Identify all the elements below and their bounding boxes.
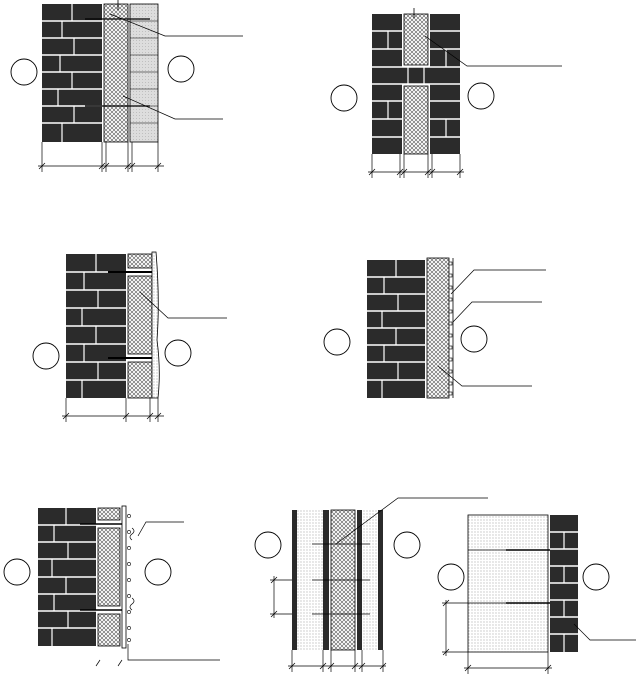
render-dowels: [448, 261, 453, 396]
callout-line: [424, 35, 562, 67]
circle-marker-right: [167, 55, 195, 83]
panel-joint: [312, 543, 370, 615]
figure-c: [32, 251, 227, 422]
brick-layer: [66, 254, 126, 398]
insulation-layer: [127, 253, 153, 269]
callout-line: [335, 497, 488, 545]
cladding-layer: [121, 505, 135, 649]
circle-marker-right: [582, 563, 610, 591]
wall-tie: [85, 18, 150, 107]
brick-layer: [42, 4, 102, 142]
insulation-layer: [97, 507, 121, 521]
insulation-layer: [97, 613, 121, 647]
figure-b: [330, 8, 562, 178]
dimension-line: [442, 599, 552, 674]
insulation-layer: [426, 257, 450, 399]
render-layer: [151, 251, 160, 399]
insulation-layer: [403, 13, 429, 66]
circle-marker-left: [32, 342, 60, 370]
light-masonry-layer: [129, 3, 159, 143]
insulation-layer: [127, 361, 153, 399]
figure-d: [323, 257, 546, 399]
circle-marker-right: [144, 558, 172, 586]
block-layer: [467, 514, 549, 653]
circle-marker-left: [330, 84, 358, 112]
figure-a: [10, 0, 243, 172]
circle-marker-left: [323, 328, 351, 356]
figure-f: [254, 497, 488, 672]
callout-line: [573, 623, 636, 641]
insulation-layer: [97, 527, 121, 607]
brick-layer: [550, 515, 578, 652]
wall-tie: [108, 271, 152, 359]
insulation-layer: [403, 85, 429, 155]
inner-leaf: [378, 510, 383, 650]
wall-tie: [80, 523, 124, 611]
callout-line: [109, 13, 243, 120]
callout-line: [95, 521, 220, 667]
brick-layer: [38, 508, 96, 646]
circle-marker-right: [460, 325, 488, 353]
insulation-layer: [127, 275, 153, 355]
circle-marker-left: [254, 531, 282, 559]
circle-marker-left: [437, 563, 465, 591]
circle-marker-left: [10, 58, 38, 86]
brick-layer: [367, 260, 425, 398]
circle-marker-right: [467, 82, 495, 110]
insulation-layer: [103, 3, 129, 143]
dimension-line: [270, 576, 387, 672]
circle-marker-right: [164, 339, 192, 367]
callout-line: [139, 291, 227, 319]
outer-leaf: [292, 510, 297, 650]
circle-marker-left: [3, 558, 31, 586]
callout-line: [437, 269, 546, 387]
figure-e: [3, 505, 220, 667]
circle-marker-right: [393, 531, 421, 559]
figure-g: [437, 514, 636, 674]
brick-layer: [372, 14, 460, 154]
dimension-line: [38, 142, 164, 172]
dimension-line: [368, 154, 464, 178]
dimension-line: [62, 398, 164, 422]
